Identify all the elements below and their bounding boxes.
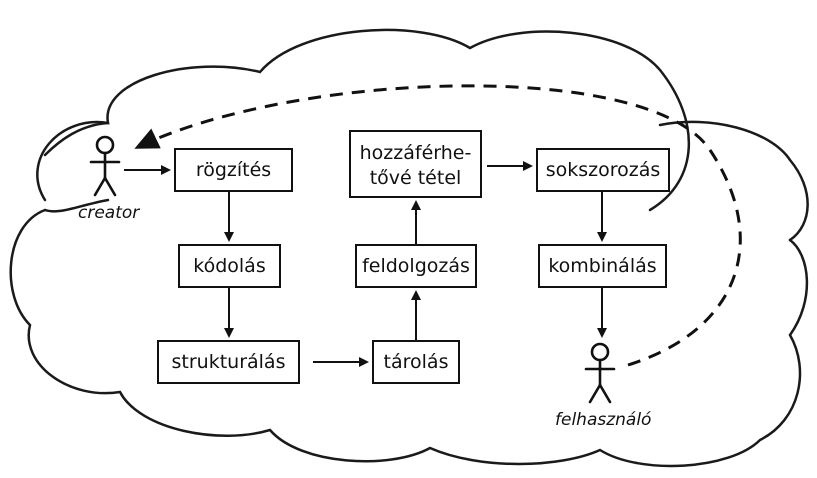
step-tarolas-label: tárolás <box>384 351 449 373</box>
step-feldolgozas: feldolgozás <box>355 244 477 288</box>
step-kombinalas-label: kombinálás <box>548 255 656 277</box>
creator-figure-icon <box>89 135 121 197</box>
step-hozzaferhetove-line1: hozzáférhe- <box>360 142 472 164</box>
step-tarolas: tárolás <box>372 340 460 384</box>
step-hozzaferhetove-tetel: hozzáférhe- tővé tétel <box>349 130 482 198</box>
step-sokszorozas-label: sokszorozás <box>546 159 661 181</box>
user-figure-icon <box>584 342 616 404</box>
step-strukturalas-label: strukturálás <box>172 351 286 373</box>
cloud-outline <box>9 28 809 468</box>
step-kombinalas: kombinálás <box>538 244 667 288</box>
step-kodolas: kódolás <box>178 244 281 288</box>
user-label: felhasználó <box>555 410 651 430</box>
step-feldolgozas-label: feldolgozás <box>362 255 470 277</box>
step-strukturalas: strukturálás <box>157 340 300 384</box>
step-hozzaferhetove-line2: tővé tétel <box>370 167 462 189</box>
step-rogzites: rögzítés <box>174 148 293 192</box>
feedback-dashed-arrow <box>134 84 742 367</box>
step-kodolas-label: kódolás <box>193 255 265 277</box>
step-rogzites-label: rögzítés <box>196 159 271 181</box>
step-sokszorozas: sokszorozás <box>536 148 670 192</box>
creator-label: creator <box>78 203 140 223</box>
